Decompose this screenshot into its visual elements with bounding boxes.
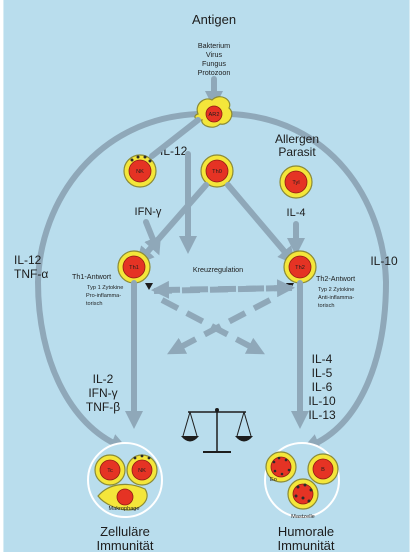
label-kreuzregulation: Kreuzregulation [193, 265, 243, 274]
label-immunitaet-right: Immunität [277, 538, 334, 552]
label-ifn-gamma: IFN-γ [135, 206, 162, 218]
label-il12-left: IL-12 [14, 253, 42, 267]
source-virus: Virus [206, 50, 223, 59]
label-th1-note-3: torisch [86, 301, 102, 307]
nk-bottom-label: NK [138, 468, 146, 474]
label-tnf-beta: TNF-β [86, 400, 120, 414]
label-zellulaere: Zelluläre [100, 524, 150, 539]
label-il4-top: IL-4 [287, 207, 306, 219]
cellular-immunity-circle: Tc NK Makrophage [88, 443, 162, 517]
th0-label: Th0 [212, 169, 222, 175]
label-th1-antwort: Th1-Antwort [72, 272, 111, 281]
label-th2-note-1: Typ 2 Zytokine [318, 287, 354, 293]
ar2-cell: AR2 [195, 97, 232, 128]
eo-label: Eo [270, 477, 277, 483]
label-il4-b: IL-4 [312, 352, 333, 366]
label-il10-b: IL-10 [308, 394, 336, 408]
label-allergen: Allergen [275, 132, 319, 146]
nk-top-cell: NK [124, 155, 156, 187]
source-fungus: Fungus [202, 59, 226, 68]
label-th2-antwort: Th2-Antwort [316, 274, 355, 283]
label-il10-right: IL-10 [370, 254, 398, 268]
th2-label: Th2 [295, 265, 305, 271]
dash-cross-1 [162, 300, 257, 350]
makrophage-label: Makrophage [108, 506, 139, 512]
arrow-th0-to-th1 [142, 185, 206, 258]
dash-cross-2 [175, 300, 270, 350]
label-il2: IL-2 [93, 372, 114, 386]
arc-left [38, 114, 198, 446]
antigen-title: Antigen [192, 12, 236, 27]
label-tnf-alpha: TNF-α [14, 267, 48, 281]
label-il13: IL-13 [308, 408, 336, 422]
label-th2-note-2: Anti-inflamma- [318, 295, 354, 301]
label-il6: IL-6 [312, 380, 333, 394]
source-protozoon: Protozoon [198, 68, 231, 77]
label-th2-note-3: torisch [318, 303, 334, 309]
label-parasit: Parasit [278, 145, 316, 159]
label-ifn-gamma-2: IFN-γ [88, 386, 117, 400]
mastzelle-label: Mastzelle [291, 514, 315, 520]
label-th1-note-2: Pro-inflamma- [86, 293, 121, 299]
label-il5: IL-5 [312, 366, 333, 380]
th1-label: Th1 [129, 265, 139, 271]
ar2-label: AR2 [209, 112, 220, 118]
label-immunitaet-left: Immunität [96, 538, 153, 552]
tyl-cell: Tyl [280, 166, 312, 198]
nk-top-label: NK [136, 169, 144, 175]
humoral-immunity-circle: Eo B Mastzelle [265, 443, 339, 520]
label-th1-note-1: Typ 1 Zytokine [87, 285, 123, 291]
source-bakterium: Bakterium [198, 41, 230, 50]
b-label: B [321, 467, 325, 473]
tc-label: Tc [107, 468, 113, 474]
arrow-th0-to-th2 [228, 185, 290, 258]
balance-icon [181, 408, 253, 452]
label-humorale: Humorale [278, 524, 334, 539]
tyl-label: Tyl [292, 180, 299, 186]
